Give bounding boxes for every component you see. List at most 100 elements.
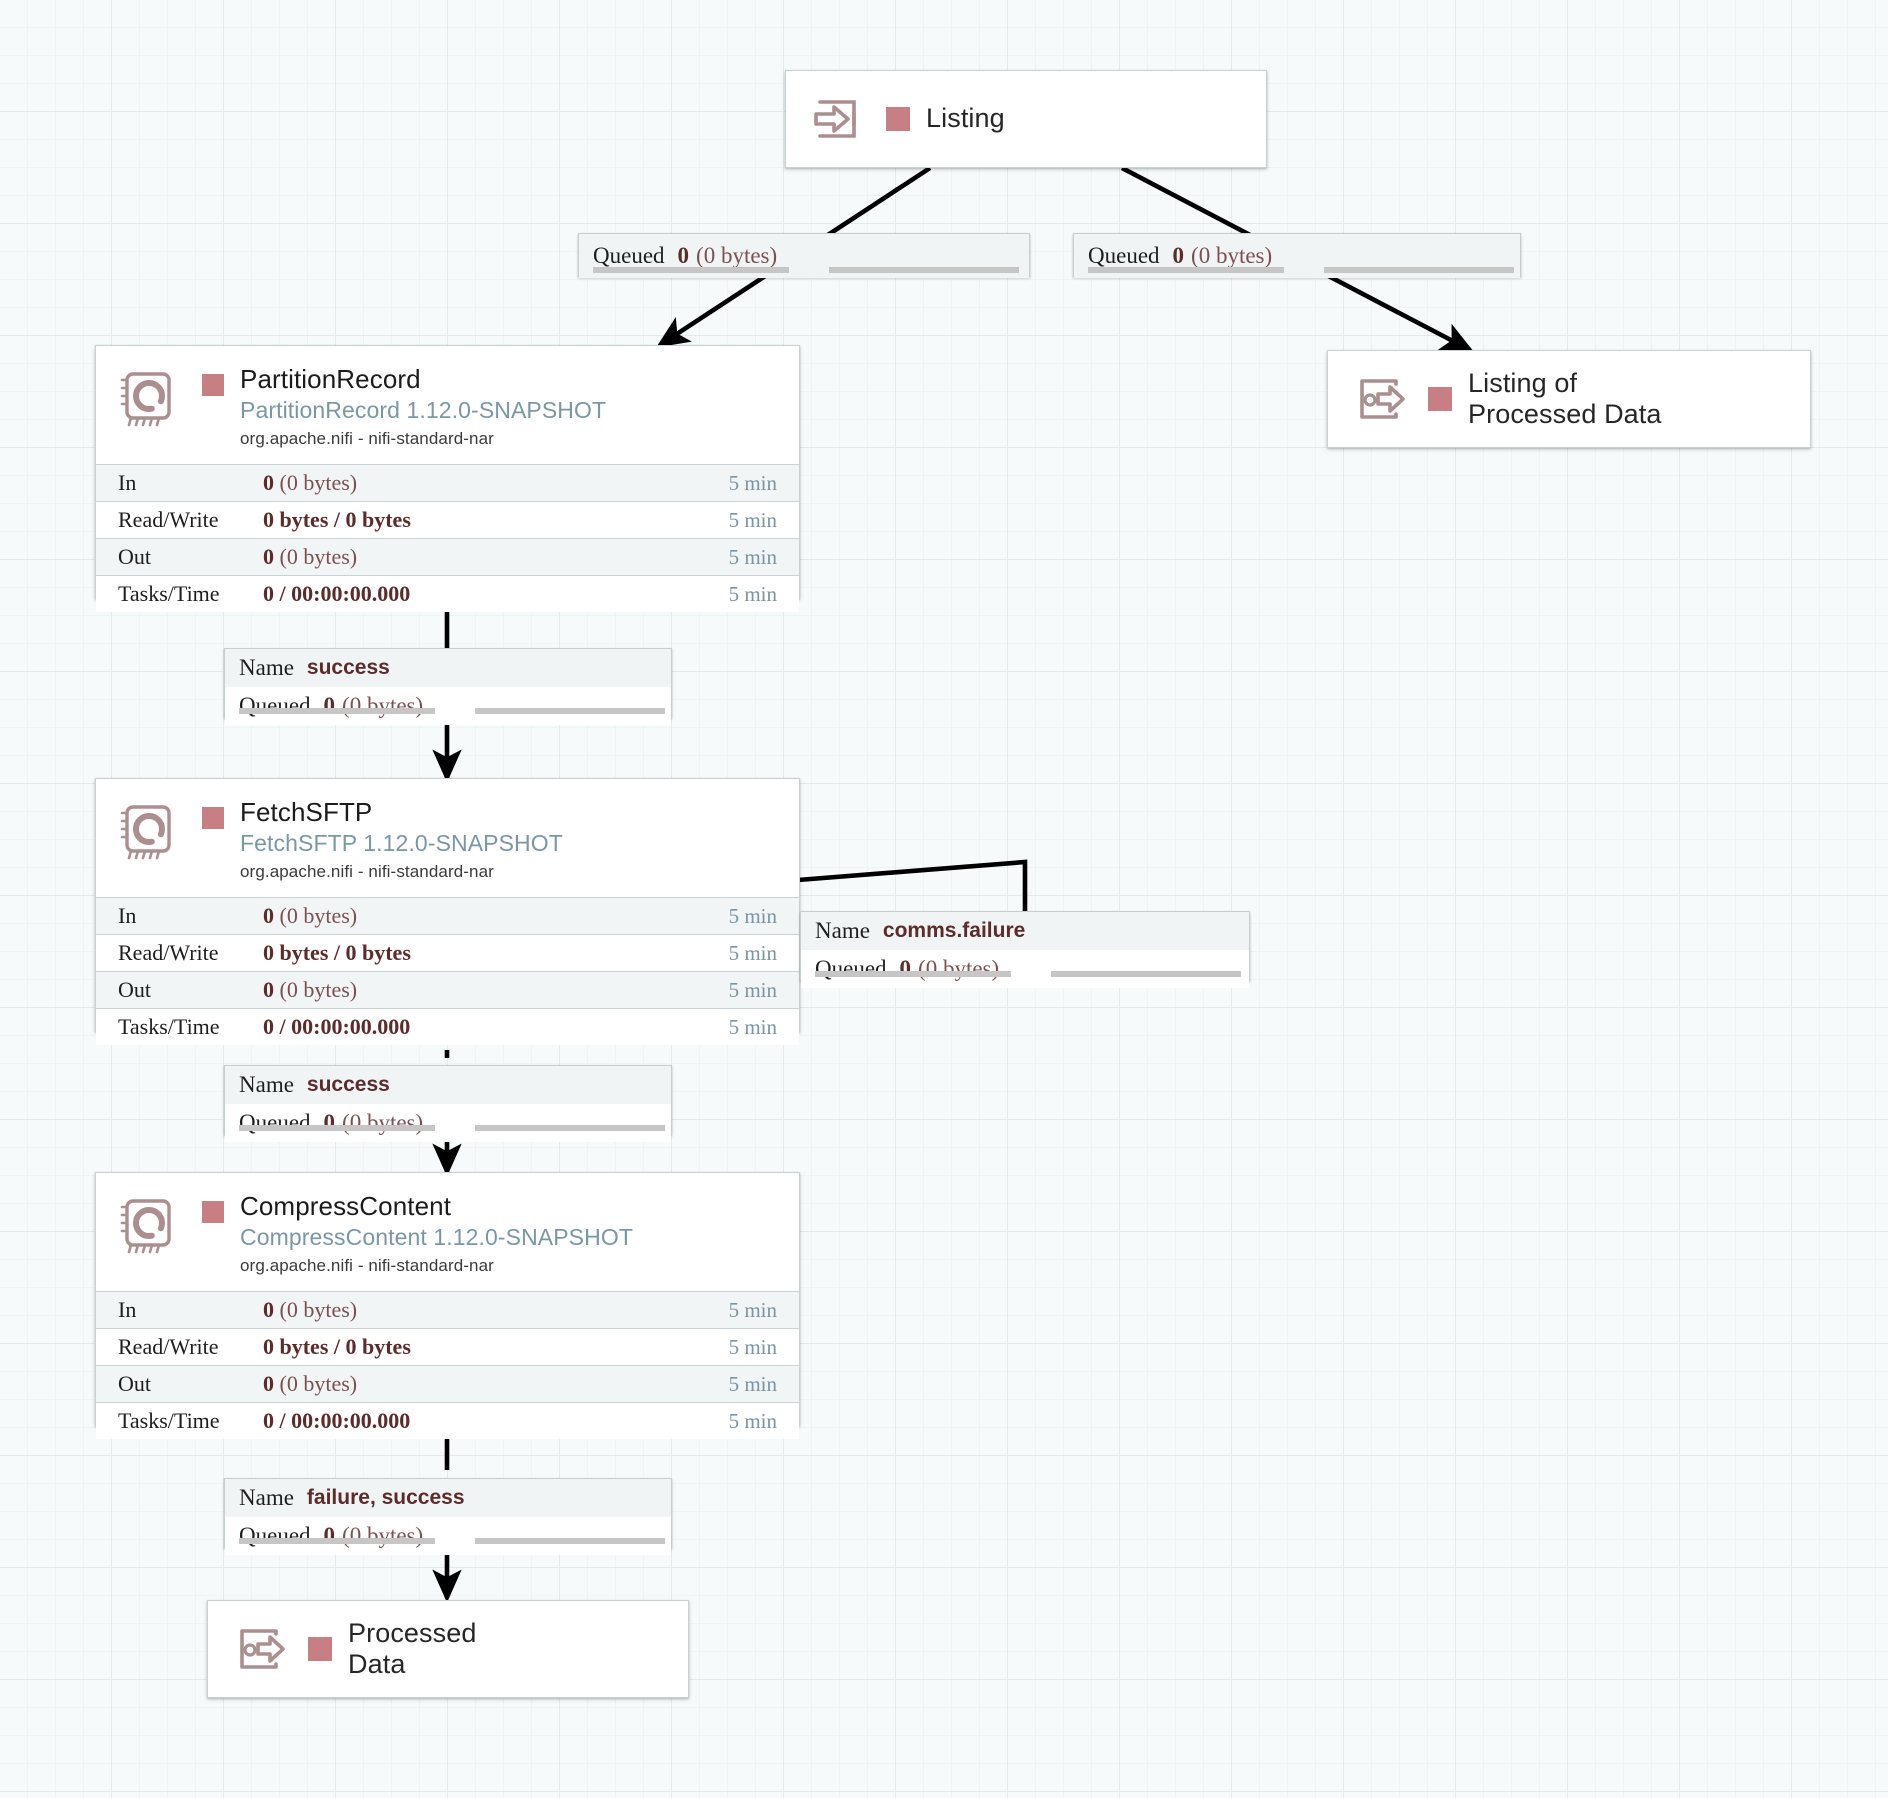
queue-bar-size (475, 708, 665, 714)
queued-label: Queued (815, 956, 887, 981)
name-row: Name success (225, 649, 671, 687)
stat-key: Tasks/Time (118, 581, 220, 606)
stat-key: Tasks/Time (118, 1014, 220, 1039)
processor-titles: FetchSFTP FetchSFTP 1.12.0-SNAPSHOT org.… (240, 797, 563, 882)
stat-value: 0 (0 bytes) (263, 1297, 358, 1322)
stat-value: 0 / 00:00:00.000 (263, 1408, 411, 1433)
output-port-icon (1350, 370, 1408, 428)
connection-label-listing-to-partitionrecord[interactable]: Queued 0 (0 bytes) (578, 233, 1030, 278)
queue-bars (1074, 267, 1520, 273)
stat-time: 5 min (728, 470, 777, 495)
queued-count: 0 (1172, 243, 1185, 268)
stat-time: 5 min (728, 1371, 777, 1396)
name-row: Name success (225, 1066, 671, 1104)
stat-time: 5 min (728, 1334, 777, 1359)
queue-bars (801, 971, 1249, 977)
stat-value: 0 (0 bytes) (263, 544, 358, 569)
connection-label-fetchsftp-to-compresscontent[interactable]: Name success Queued 0 (0 bytes) (224, 1065, 672, 1142)
stat-time: 5 min (728, 977, 777, 1002)
name-label: Name (239, 1485, 294, 1510)
stat-row: Tasks/Time 0 / 00:00:00.000 5 min (96, 1402, 799, 1439)
queued-bytes: (0 bytes) (342, 1523, 424, 1548)
processor-icon (118, 368, 180, 430)
name-value: failure, success (306, 1486, 465, 1509)
stat-row: Tasks/Time 0 / 00:00:00.000 5 min (96, 1008, 799, 1045)
processed-data-output-port[interactable]: Processed Data (207, 1600, 689, 1698)
input-port-icon (808, 90, 866, 148)
queue-bar-size (475, 1538, 665, 1544)
queued-count: 0 (323, 1523, 336, 1548)
queue-bar-count (593, 267, 789, 273)
queue-bar-size (829, 267, 1019, 273)
queued-count: 0 (323, 1110, 336, 1135)
stat-row: In 0 (0 bytes) 5 min (96, 1291, 799, 1328)
queue-bar-count (1088, 267, 1284, 273)
stat-value: 0 bytes / 0 bytes (263, 507, 411, 532)
queued-label: Queued (239, 1523, 311, 1548)
processor-type: PartitionRecord 1.12.0-SNAPSHOT (240, 396, 607, 423)
processor-partitionrecord[interactable]: PartitionRecord PartitionRecord 1.12.0-S… (95, 345, 800, 612)
stat-key: Out (118, 977, 151, 1002)
queued-label: Queued (593, 243, 665, 268)
stat-key: Out (118, 544, 151, 569)
queued-count: 0 (677, 243, 690, 268)
connection-label-listing-to-listing-of-processed-data[interactable]: Queued 0 (0 bytes) (1073, 233, 1521, 278)
listing-of-processed-data-output-port[interactable]: Listing of Processed Data (1327, 350, 1811, 448)
stat-value: 0 (0 bytes) (263, 903, 358, 928)
processor-name: CompressContent (240, 1191, 452, 1221)
stat-key: Read/Write (118, 507, 219, 532)
status-badge (1428, 387, 1452, 411)
processor-name: FetchSFTP (240, 797, 373, 827)
stat-row: In 0 (0 bytes) 5 min (96, 897, 799, 934)
name-value: success (306, 656, 390, 679)
processor-icon (118, 1195, 180, 1257)
stat-time: 5 min (728, 544, 777, 569)
queued-row: Queued 0 (0 bytes) (225, 1517, 671, 1555)
name-row: Name failure, success (225, 1479, 671, 1517)
stat-time: 5 min (728, 903, 777, 928)
listing-input-port[interactable]: Listing (785, 70, 1267, 168)
queued-count: 0 (899, 956, 912, 981)
queued-bytes: (0 bytes) (342, 1110, 424, 1135)
queue-bars (225, 1538, 671, 1544)
status-badge (202, 1201, 224, 1223)
stat-key: In (118, 903, 137, 928)
stat-key: Read/Write (118, 1334, 219, 1359)
stat-value: 0 / 00:00:00.000 (263, 581, 411, 606)
stat-key: Tasks/Time (118, 1408, 220, 1433)
stat-row: In 0 (0 bytes) 5 min (96, 464, 799, 501)
stat-time: 5 min (728, 581, 777, 606)
connection-label-compresscontent-to-processed-data[interactable]: Name failure, success Queued 0 (0 bytes) (224, 1478, 672, 1555)
processor-compresscontent[interactable]: CompressContent CompressContent 1.12.0-S… (95, 1172, 800, 1439)
stat-value: 0 (0 bytes) (263, 470, 358, 495)
stat-key: In (118, 470, 137, 495)
processor-fetchsftp[interactable]: FetchSFTP FetchSFTP 1.12.0-SNAPSHOT org.… (95, 778, 800, 1045)
status-badge (202, 807, 224, 829)
queue-bars (579, 267, 1029, 273)
name-label: Name (239, 1072, 294, 1097)
queue-bar-size (475, 1125, 665, 1131)
connection-label-fetchsftp-comms-failure[interactable]: Name comms.failure Queued 0 (0 bytes) (800, 911, 1250, 988)
stat-time: 5 min (728, 940, 777, 965)
processor-bundle: org.apache.nifi - nifi-standard-nar (240, 428, 494, 448)
stat-value: 0 bytes / 0 bytes (263, 1334, 411, 1359)
stat-row: Read/Write 0 bytes / 0 bytes 5 min (96, 1328, 799, 1365)
listing-input-port-label: Listing (926, 103, 1005, 134)
processor-bundle: org.apache.nifi - nifi-standard-nar (240, 861, 494, 881)
queued-bytes: (0 bytes) (696, 243, 778, 268)
queued-row: Queued 0 (0 bytes) (801, 950, 1249, 988)
queue-bar-size (1051, 971, 1241, 977)
connection-label-partitionrecord-to-fetchsftp[interactable]: Name success Queued 0 (0 bytes) (224, 648, 672, 725)
listing-of-processed-data-label: Listing of Processed Data (1468, 367, 1662, 429)
queued-bytes: (0 bytes) (342, 693, 424, 718)
processor-bundle: org.apache.nifi - nifi-standard-nar (240, 1255, 494, 1275)
stat-row: Out 0 (0 bytes) 5 min (96, 538, 799, 575)
processor-name: PartitionRecord (240, 364, 421, 394)
stat-time: 5 min (728, 1297, 777, 1322)
stat-value: 0 (0 bytes) (263, 1371, 358, 1396)
queue-bar-count (239, 1125, 435, 1131)
name-value: comms.failure (882, 919, 1026, 942)
queued-bytes: (0 bytes) (918, 956, 1000, 981)
status-badge (886, 107, 910, 131)
